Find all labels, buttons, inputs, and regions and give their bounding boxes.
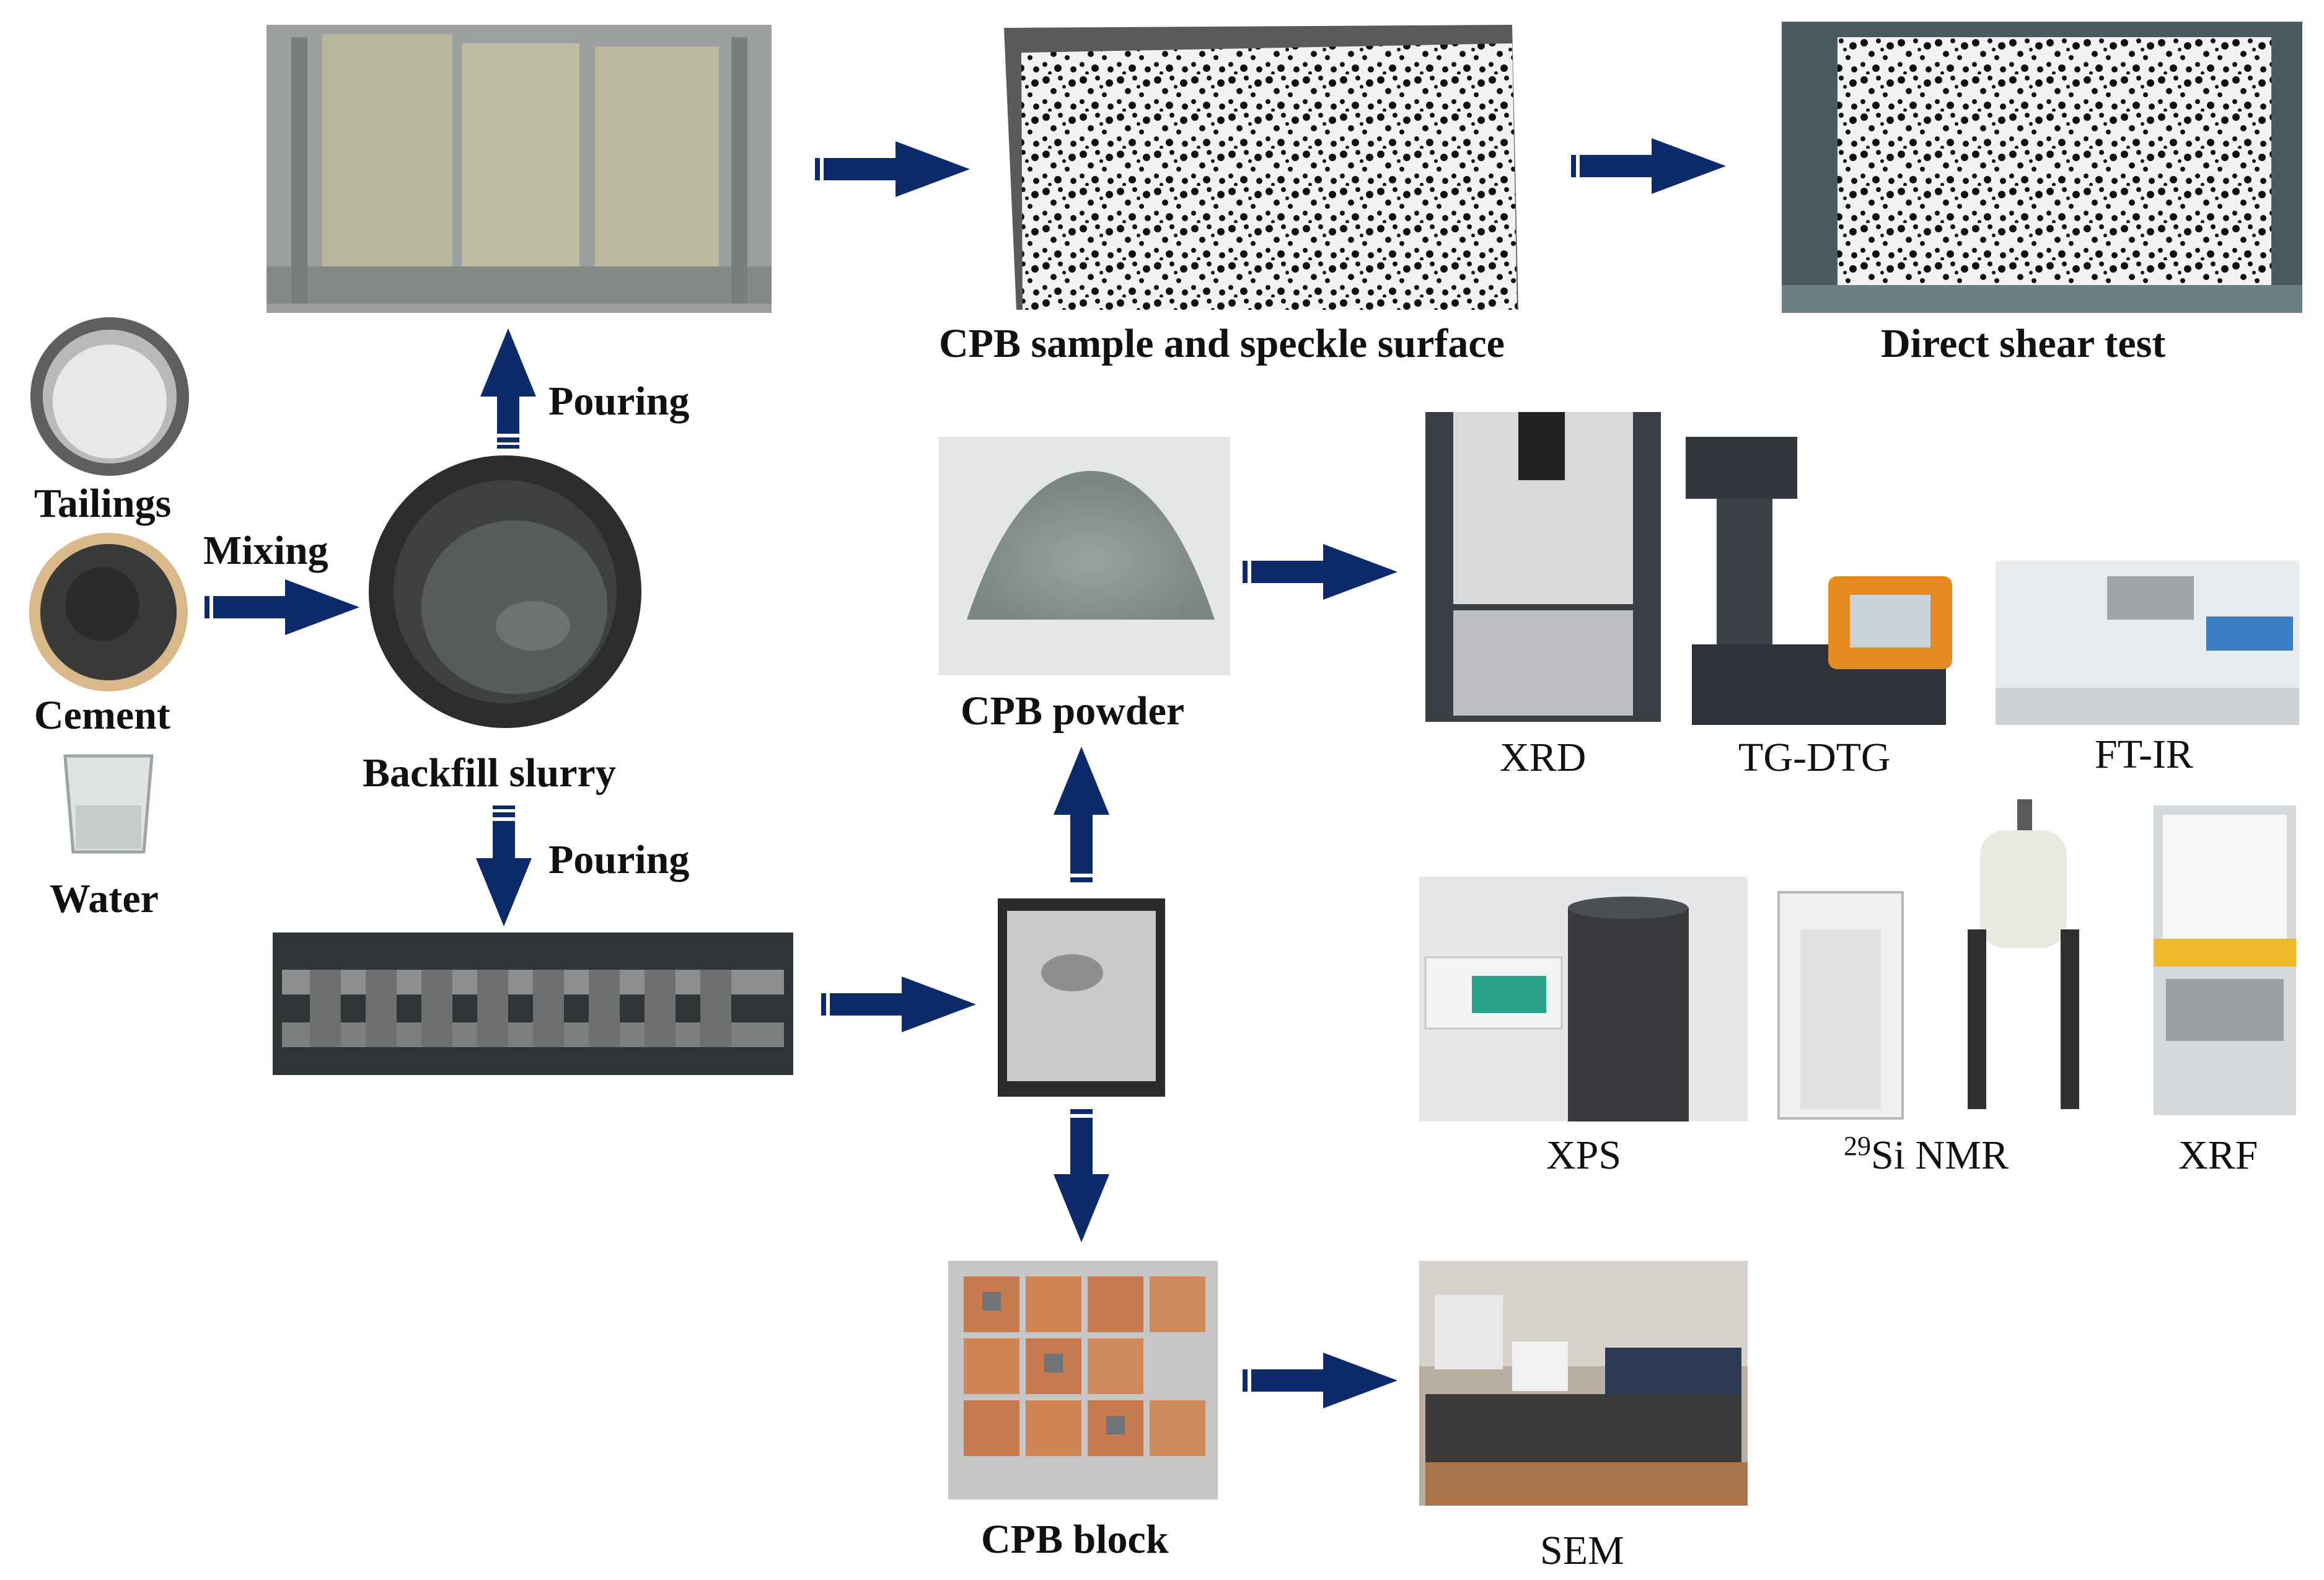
pouring-down-arrow <box>476 805 532 926</box>
cement-label: Cement <box>34 693 170 738</box>
nmr-text: Si NMR <box>1871 1133 2009 1178</box>
mixing-arrow <box>205 579 359 635</box>
tailings-label: Tailings <box>34 481 172 526</box>
shear-mold-image <box>266 25 772 313</box>
pouring-down-label: Pouring <box>548 837 690 882</box>
tg-dtg-machine-image <box>1686 437 1952 725</box>
sem-label: SEM <box>1540 1528 1624 1573</box>
direct-shear-label: Direct shear test <box>1881 321 2166 366</box>
arrow-to-block <box>1054 1109 1109 1242</box>
cube-mold-image <box>273 933 793 1075</box>
cpb-cube-image <box>998 898 1165 1097</box>
arrow-to-cube <box>821 977 976 1032</box>
arrow-to-cpb-sample <box>815 141 970 197</box>
cpb-block-label: CPB block <box>981 1517 1169 1562</box>
arrow-to-powder <box>1054 747 1109 882</box>
cement-image <box>29 533 188 691</box>
xps-label: XPS <box>1546 1133 1622 1178</box>
xrf-label: XRF <box>2178 1133 2258 1178</box>
arrow-to-direct-shear <box>1571 138 1726 194</box>
xrd-machine-image <box>1425 412 1661 722</box>
pouring-up-arrow <box>480 328 536 449</box>
direct-shear-image <box>1782 22 2302 313</box>
backfill-slurry-label: Backfill slurry <box>363 750 616 796</box>
backfill-slurry-image <box>369 455 641 728</box>
xps-machine-image <box>1419 877 1748 1121</box>
cpb-block-image <box>948 1261 1218 1499</box>
xrf-machine-image <box>2154 805 2296 1115</box>
cpb-powder-image <box>939 437 1230 675</box>
water-image <box>63 754 154 854</box>
nmr-machine-image <box>1777 799 2079 1120</box>
xrd-label: XRD <box>1500 735 1587 780</box>
tg-dtg-label: TG-DTG <box>1738 735 1891 780</box>
sem-lab-image <box>1419 1261 1748 1506</box>
arrow-to-sem <box>1243 1353 1397 1408</box>
cpb-sample-image <box>1004 25 1518 310</box>
nmr-superscript: 29 <box>1844 1131 1871 1161</box>
pouring-up-label: Pouring <box>548 379 690 424</box>
nmr-label: 29Si NMR <box>1844 1133 2009 1178</box>
cpb-powder-label: CPB powder <box>961 688 1185 734</box>
water-label: Water <box>50 876 159 921</box>
ftir-label: FT-IR <box>2095 732 2193 777</box>
arrow-to-xrd <box>1243 544 1397 600</box>
cpb-sample-label: CPB sample and speckle surface <box>939 321 1505 366</box>
mixing-label: Mixing <box>203 528 328 573</box>
ftir-machine-image <box>1996 561 2299 725</box>
tailings-image <box>30 317 189 476</box>
